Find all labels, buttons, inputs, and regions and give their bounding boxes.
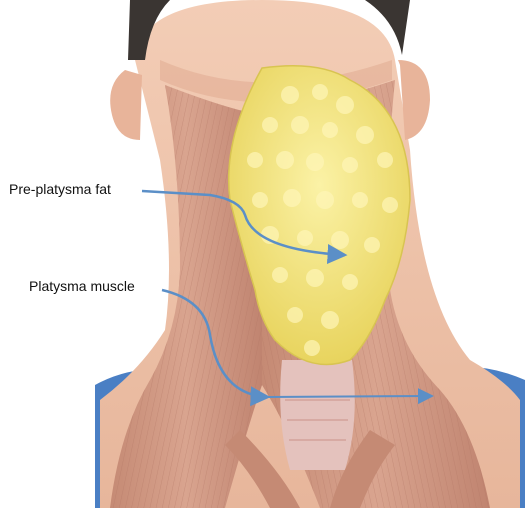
pre-platysma-fat-label: Pre-platysma fat bbox=[9, 181, 111, 197]
trachea bbox=[280, 360, 355, 470]
platysma-muscle-arrow-extension bbox=[268, 396, 432, 397]
left-ear bbox=[110, 70, 142, 140]
platysma-muscle-label: Platysma muscle bbox=[29, 278, 135, 294]
